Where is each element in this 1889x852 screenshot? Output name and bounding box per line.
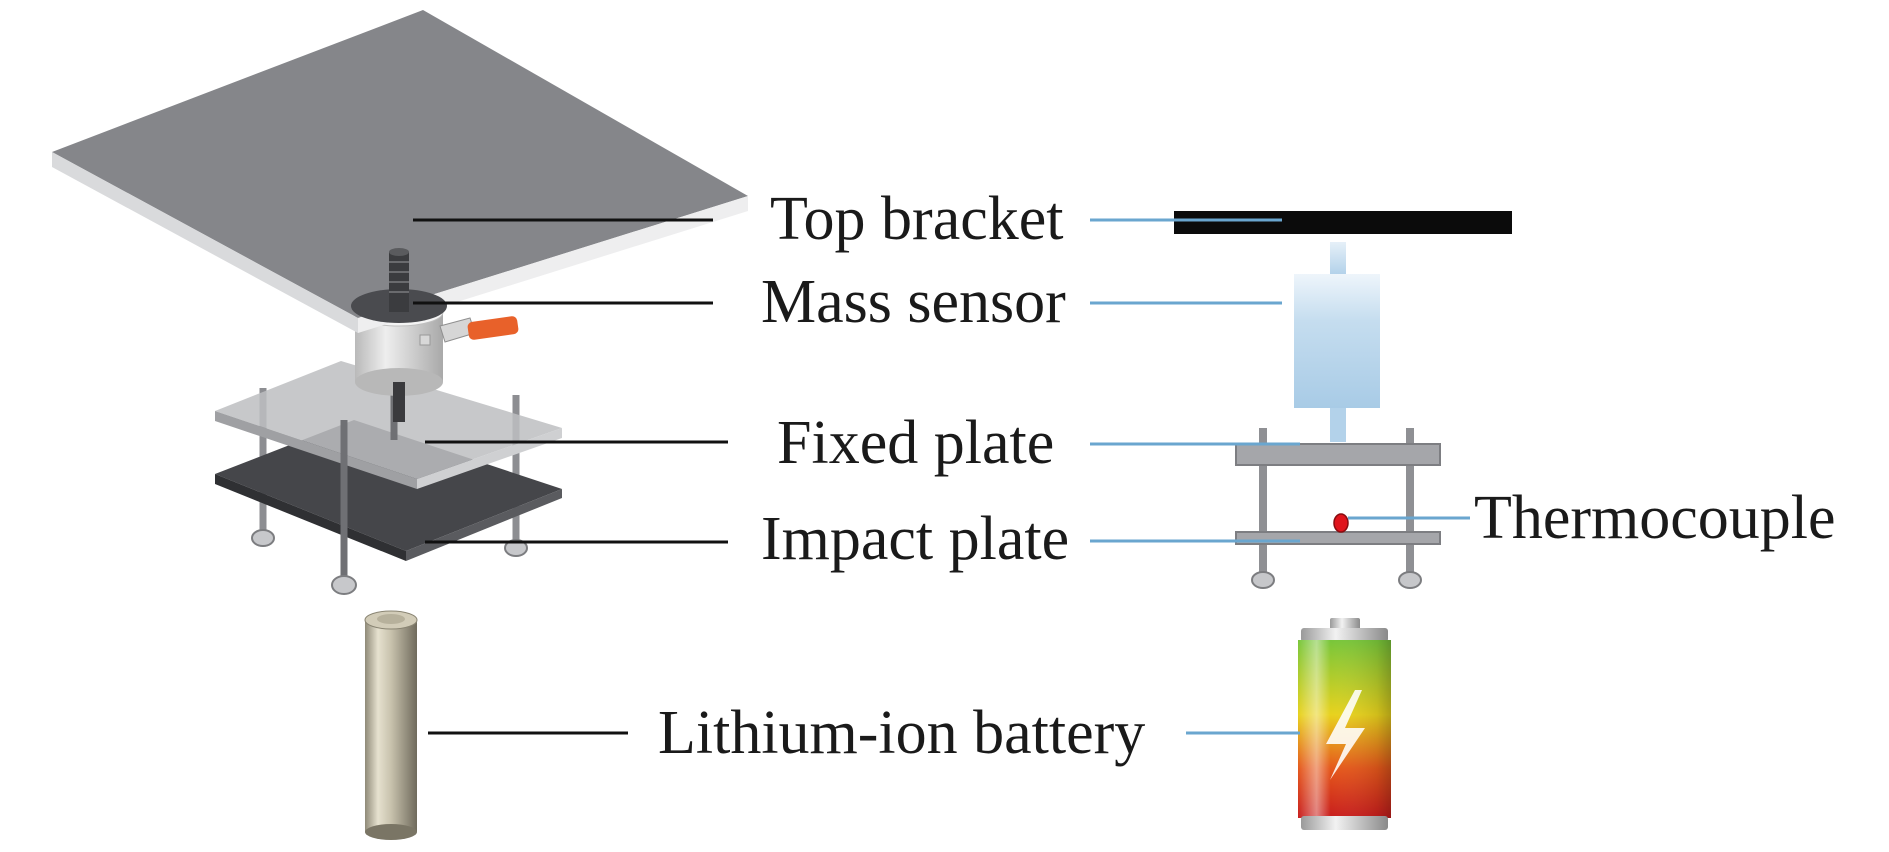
leaders-schematic xyxy=(1090,218,1470,735)
thermocouple-dot xyxy=(1333,513,1349,533)
label-fixed-plate: Fixed plate xyxy=(777,409,1055,477)
bolt-icon xyxy=(1326,690,1365,780)
label-mass-sensor: Mass sensor xyxy=(761,268,1066,336)
mass-sensor-schematic xyxy=(1294,274,1380,408)
schematic xyxy=(1174,211,1512,830)
schematic-bolt-heads xyxy=(1251,571,1422,589)
top-bracket-schematic xyxy=(1174,211,1512,234)
schematic-rods xyxy=(1259,428,1414,575)
leaders-3d xyxy=(413,218,728,735)
sensor-stem-top xyxy=(1330,242,1346,274)
cylindrical-cell-3d xyxy=(364,610,418,840)
label-top-bracket: Top bracket xyxy=(770,185,1064,253)
label-impact-plate: Impact plate xyxy=(761,505,1070,573)
bolt-heads xyxy=(251,529,528,595)
label-thermocouple: Thermocouple xyxy=(1474,484,1836,552)
assembly-3d xyxy=(52,10,748,840)
label-lithium-ion-battery: Lithium-ion battery xyxy=(658,699,1146,767)
top-bracket-3d xyxy=(52,10,748,333)
battery-icon xyxy=(1298,618,1391,830)
sensor-stem-bottom xyxy=(1330,408,1346,442)
fixed-plate-schematic xyxy=(1235,443,1441,466)
